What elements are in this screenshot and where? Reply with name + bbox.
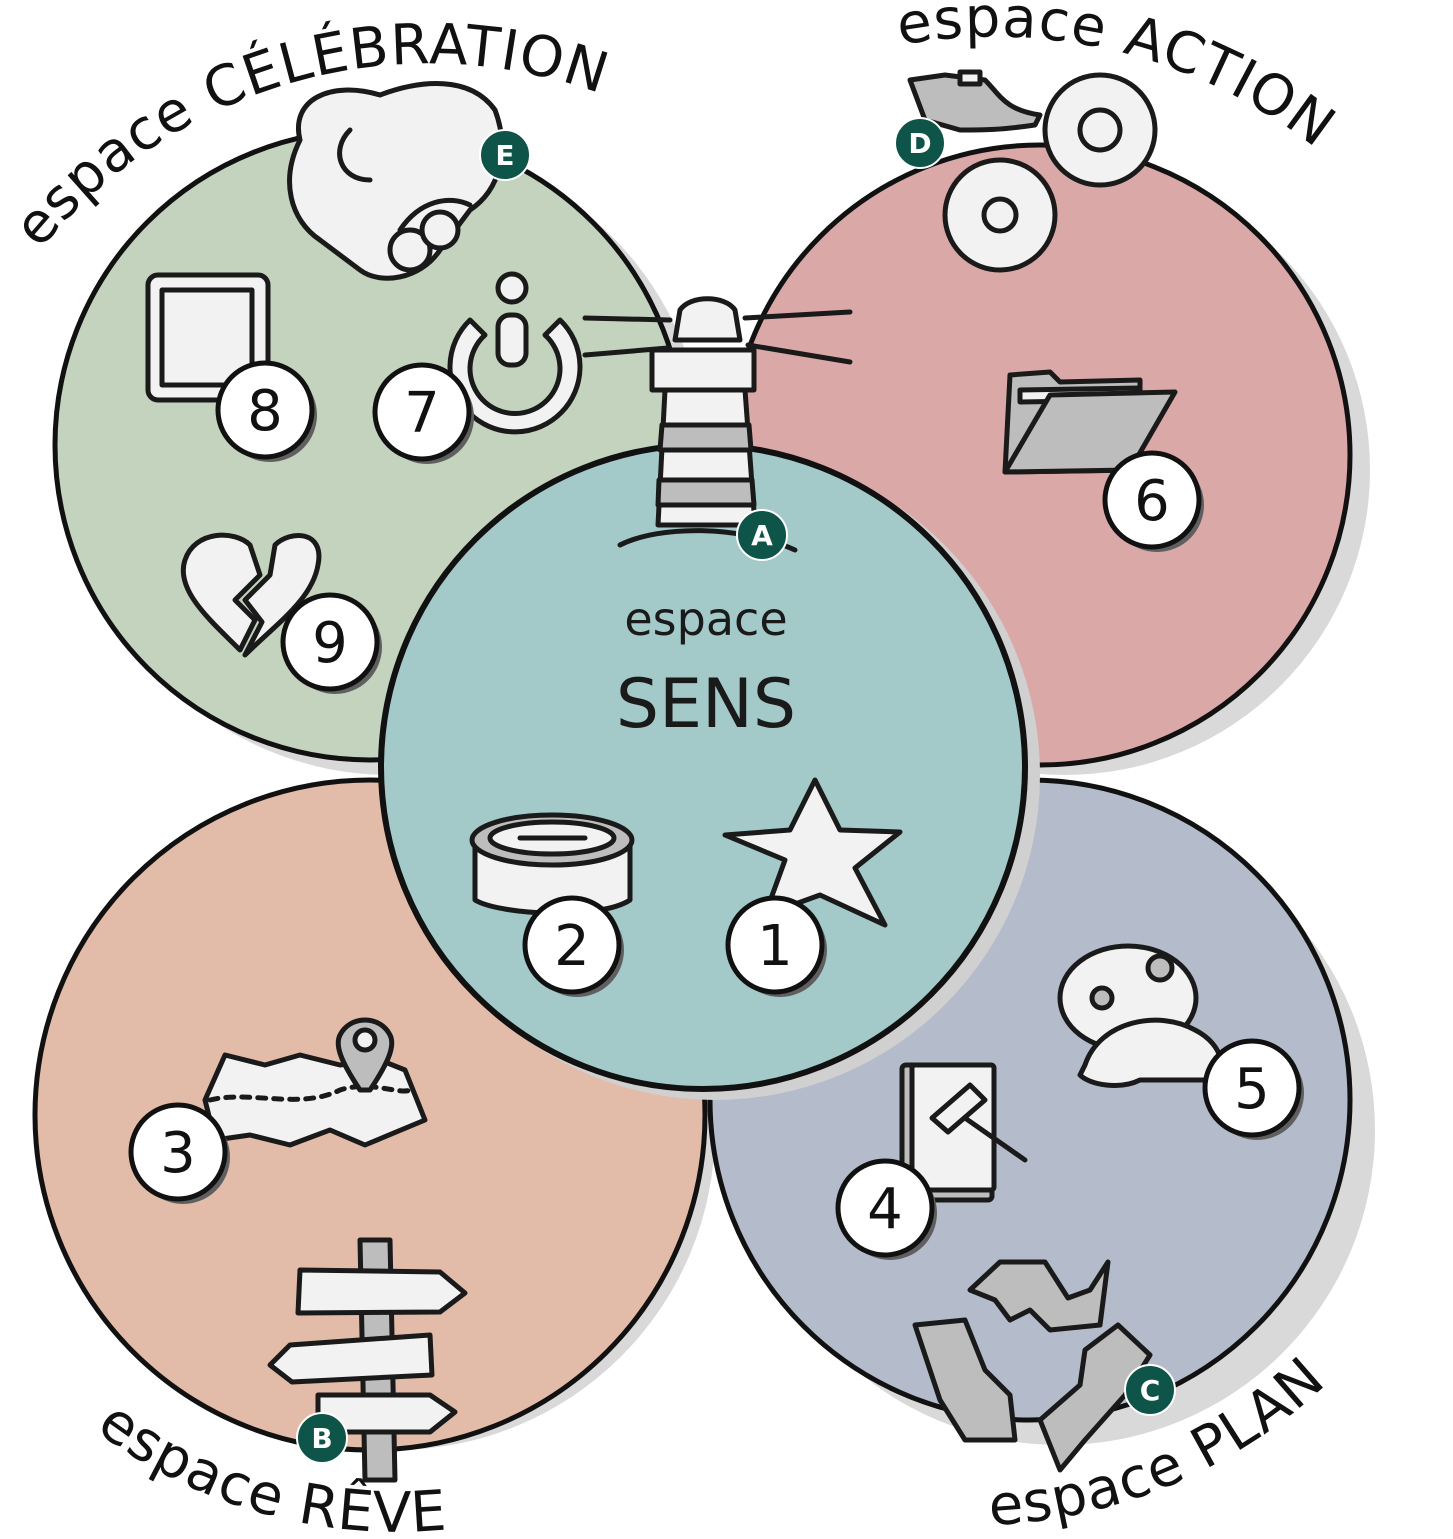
number-marker-3: 3: [128, 1102, 230, 1204]
number-marker-5: 5: [1202, 1038, 1304, 1140]
recycle-icon: [912, 1259, 1153, 1473]
letter-badge-B: B: [296, 1412, 348, 1464]
letter-badge-A: A: [736, 509, 788, 561]
number-label: 9: [312, 611, 348, 676]
gavel-book-icon: [899, 1062, 1028, 1203]
number-label: 8: [247, 379, 283, 444]
compass-icon: [469, 812, 635, 916]
number-label: 4: [867, 1177, 903, 1242]
letter-label: C: [1140, 1374, 1161, 1407]
number-markers: 1 2 3 4 5 6 7 8 9: [128, 360, 1304, 1260]
circle-sens: [378, 442, 1028, 1092]
handshake-icon: [287, 81, 505, 281]
number-marker-1: 1: [725, 895, 827, 997]
number-label: 3: [160, 1121, 196, 1186]
number-marker-2: 2: [522, 895, 624, 997]
sens-line1: espace: [624, 592, 787, 646]
letter-label: A: [751, 519, 773, 552]
letter-badge-D: D: [894, 117, 946, 169]
number-label: 5: [1234, 1057, 1270, 1122]
oil-can-gears-icon: [907, 69, 1158, 273]
star-icon: [722, 777, 903, 928]
number-label: 1: [757, 914, 793, 979]
broken-heart-icon: [180, 532, 322, 658]
number-label: 2: [554, 914, 590, 979]
number-marker-4: 4: [835, 1158, 937, 1260]
number-marker-9: 9: [280, 592, 382, 694]
sens-line2: SENS: [616, 665, 796, 744]
letter-label: E: [495, 139, 514, 172]
thinking-cap-icon: [1057, 943, 1224, 1088]
number-marker-7: 7: [372, 362, 474, 464]
map-pin-icon: [202, 1017, 428, 1148]
letter-badge-E: E: [479, 129, 531, 181]
number-marker-6: 6: [1102, 450, 1204, 552]
letter-label: D: [908, 127, 931, 160]
signpost-icon: [267, 1237, 468, 1483]
letter-badges: A B C D E: [296, 117, 1176, 1464]
letter-label: B: [311, 1422, 332, 1455]
folder-icon: [1002, 369, 1178, 475]
letter-badge-C: C: [1124, 1364, 1176, 1416]
number-label: 6: [1134, 469, 1170, 534]
number-marker-8: 8: [215, 360, 317, 462]
number-label: 7: [404, 381, 440, 446]
lighthouse-icon: [582, 296, 853, 553]
